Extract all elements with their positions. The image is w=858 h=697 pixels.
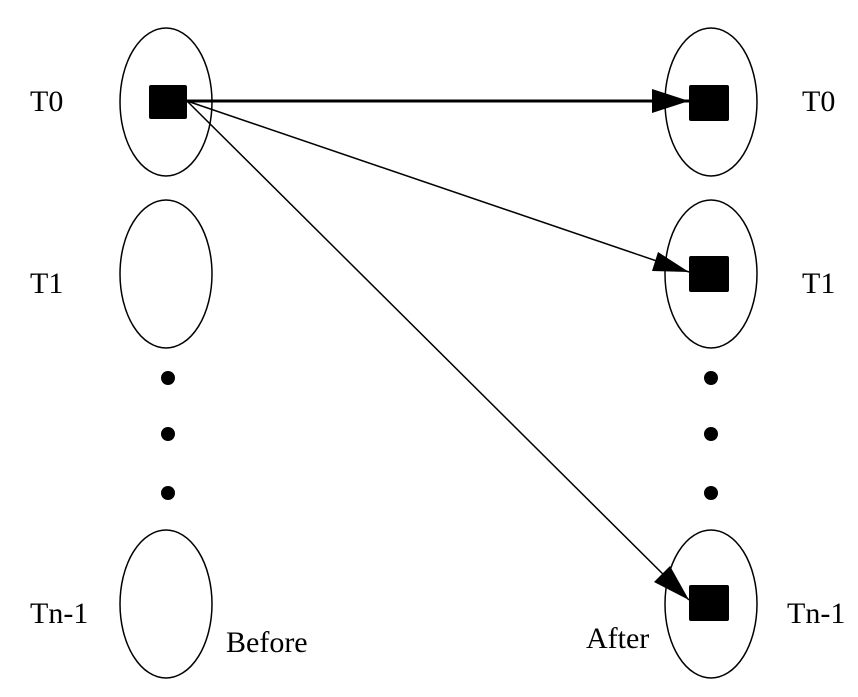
thread-label-after-t0: T0 — [802, 85, 835, 118]
ellipsis-dot — [704, 427, 718, 441]
thread-label-after-tn1: Tn-1 — [787, 597, 845, 630]
data-item-after-t0 — [689, 85, 729, 121]
ellipsis-dot — [704, 486, 718, 500]
arrowhead-t1 — [652, 252, 689, 272]
arrowhead-tn1 — [654, 566, 689, 600]
before-column: T0 T1 Tn-1 Before — [30, 27, 308, 679]
ellipsis-dot — [161, 371, 175, 385]
data-item-after-tn1 — [689, 585, 729, 621]
arrowhead-t0 — [652, 89, 689, 113]
arrow-t0-to-t1 — [186, 100, 690, 273]
thread-ellipse-after-t1 — [664, 199, 758, 349]
thread-ellipse-before-t1 — [119, 199, 213, 349]
thread-label-before-t1: T1 — [30, 267, 63, 300]
ellipsis-dot — [161, 427, 175, 441]
thread-ellipse-before-tn1 — [119, 529, 213, 679]
before-caption: Before — [226, 626, 308, 659]
arrow-t0-to-tn1 — [186, 100, 690, 601]
arrows — [186, 89, 690, 601]
ellipsis-dot — [704, 371, 718, 385]
after-caption: After — [586, 622, 649, 655]
thread-label-before-t0: T0 — [30, 85, 63, 118]
thread-ellipse-after-tn1 — [664, 529, 758, 679]
data-item-after-t1 — [689, 256, 729, 292]
thread-label-after-t1: T1 — [802, 267, 835, 300]
after-column: T0 T1 Tn-1 After — [586, 27, 845, 679]
ellipsis-dot — [161, 486, 175, 500]
thread-label-before-tn1: Tn-1 — [30, 597, 88, 630]
data-item-before-t0 — [149, 85, 187, 119]
